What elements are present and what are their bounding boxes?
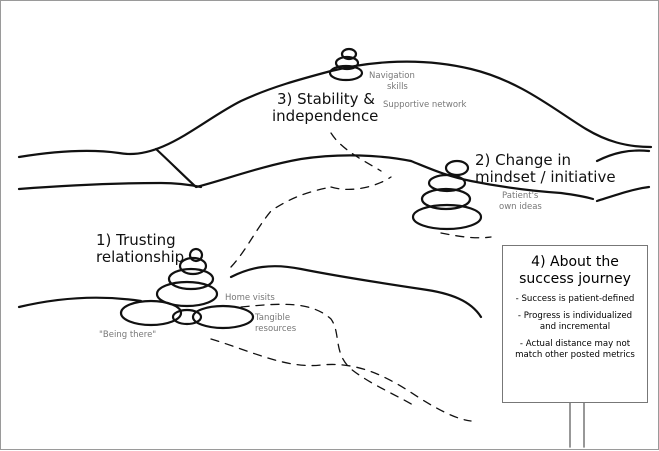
sign-item-3-line1: - Actual distance may not [519, 339, 631, 349]
note-navigation-line1: Navigation [369, 71, 415, 81]
sign-title-line2: success journey [519, 271, 631, 287]
sign-item-2-line2: and incremental [539, 322, 611, 332]
milestone-1-line1: 1) Trusting [96, 231, 176, 249]
journey-path [210, 132, 492, 422]
sign-post [569, 402, 585, 448]
note-supportive-network: Supportive network [383, 100, 467, 110]
success-journey-sign: 4) About the success journey - Success i… [502, 245, 648, 403]
rock-stack-2 [411, 159, 483, 231]
sign-item-distance: - Actual distance may not match other po… [503, 339, 647, 361]
sign-item-patient-defined: - Success is patient-defined [503, 294, 647, 305]
milestone-1-label: 1) Trusting relationship [96, 232, 184, 266]
sign-title-line1: 4) About the [531, 254, 619, 270]
note-tangible-line1: Tangible [255, 313, 291, 323]
milestone-3-line1: 3) Stability & [277, 90, 376, 108]
rock-stack-3 [328, 47, 364, 82]
milestone-2-line2: mindset / initiative [475, 168, 616, 186]
milestone-1-line2: relationship [96, 248, 185, 266]
upper-right-ridge [595, 149, 651, 163]
note-tangible-resources: Tangible resources [255, 313, 296, 335]
milestone-2-label: 2) Change in mindset / initiative [475, 152, 616, 186]
mid-hill-right-line [17, 181, 203, 191]
note-patients-own-ideas: Patient's own ideas [499, 191, 542, 213]
note-patients-line2: own ideas [499, 202, 542, 212]
note-home-visits: Home visits [225, 293, 275, 303]
sign-item-individualized: - Progress is individualized and increme… [503, 311, 647, 333]
note-tangible-line2: resources [255, 324, 297, 334]
rock-stack-1 [119, 247, 255, 330]
milestone-2-line1: 2) Change in [475, 151, 572, 169]
note-navigation-line2: skills [387, 82, 408, 92]
sign-item-2-line1: - Progress is individualized [517, 311, 633, 321]
sign-item-3-line2: match other posted metrics [515, 350, 635, 360]
milestone-3-line2: independence [272, 107, 379, 125]
note-being-there: "Being there" [99, 330, 157, 340]
lower-right-ridge [595, 185, 651, 203]
low-hill-line [17, 265, 483, 319]
note-navigation-skills: Navigation skills [369, 71, 415, 93]
note-patients-line1: Patient's [502, 191, 539, 201]
sign-title: 4) About the success journey [503, 254, 647, 288]
milestone-3-label: 3) Stability & independence [272, 91, 378, 125]
mid-hill-left-line [154, 147, 413, 189]
sign-item-1-line1: - Success is patient-defined [515, 294, 635, 304]
right-hill-line [409, 159, 595, 201]
